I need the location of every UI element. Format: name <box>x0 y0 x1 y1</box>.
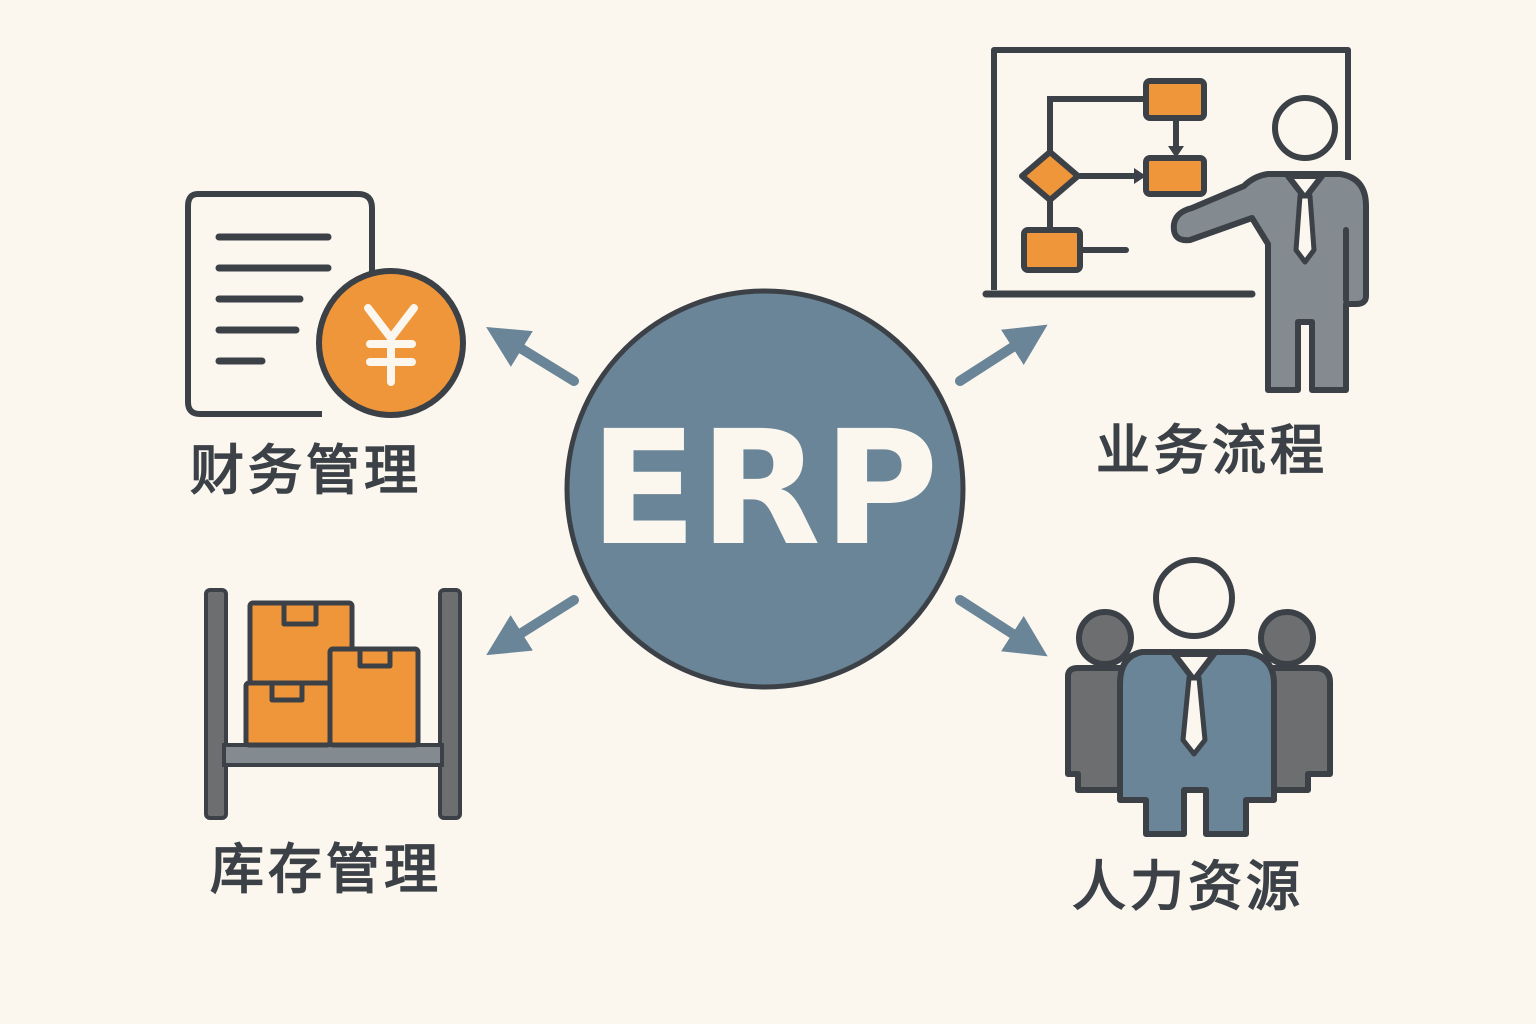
arrow-to-finance <box>486 327 579 386</box>
team-people-icon <box>1065 557 1333 837</box>
flow-box-middle <box>1143 155 1207 197</box>
flow-box-bottom <box>1021 227 1083 273</box>
module-label-finance: 财务管理 <box>190 439 422 502</box>
warehouse-shelf-boxes-icon <box>204 588 462 820</box>
box-right <box>327 646 421 748</box>
module-label-inventory: 库存管理 <box>210 838 442 901</box>
flowchart-presenter-icon <box>982 47 1369 393</box>
presenter-person <box>1170 95 1369 393</box>
erp-title: ERP <box>589 397 941 581</box>
box-bottom-left <box>243 680 333 748</box>
connector-arrows <box>486 324 1048 657</box>
yen-icon <box>364 304 418 386</box>
flow-decision-diamond <box>1019 149 1081 203</box>
arrow-to-business <box>955 324 1048 386</box>
invoice-yen-icon <box>185 191 466 418</box>
flow-box-top <box>1143 78 1207 121</box>
module-label-business-process: 业务流程 <box>1096 419 1328 482</box>
arrow-to-inventory <box>486 595 579 656</box>
module-label-human-resources: 人力资源 <box>1072 855 1304 918</box>
erp-center-circle <box>564 288 966 690</box>
arrow-to-hr <box>955 595 1048 657</box>
